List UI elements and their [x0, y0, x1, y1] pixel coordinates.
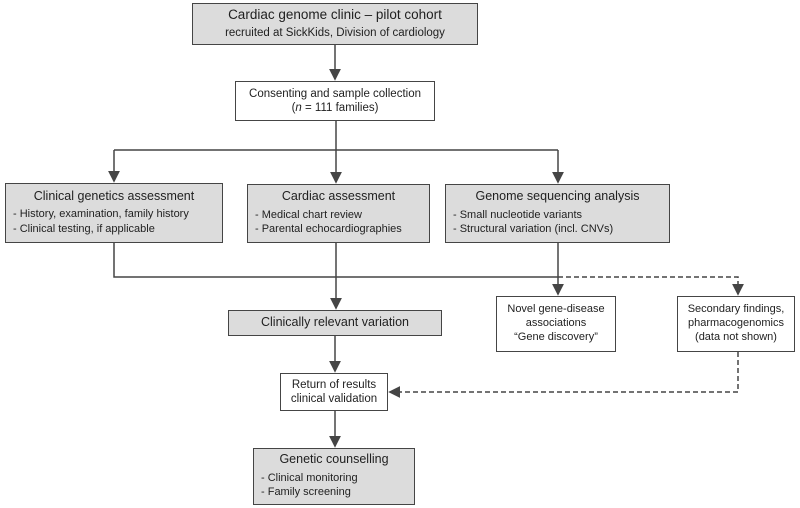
- bullet-item: - Clinical monitoring: [261, 471, 358, 484]
- bullet-item: - Clinical testing, if applicable: [13, 222, 155, 235]
- bullet-item: - Small nucleotide variants: [453, 208, 583, 221]
- node-genome-bullets: - Small nucleotide variants - Structural…: [446, 208, 669, 238]
- node-consenting: Consenting and sample collection (n = 11…: [235, 81, 435, 121]
- node-clinical-genetics-bullets: - History, examination, family history -…: [6, 208, 222, 238]
- node-return-line2: clinical validation: [290, 393, 378, 405]
- node-secondary-line3: (data not shown): [695, 330, 777, 343]
- bullet-item: - Medical chart review: [255, 208, 362, 221]
- node-cardiac-bullets: - Medical chart review - Parental echoca…: [248, 208, 429, 238]
- node-clinically-relevant-variation: Clinically relevant variation: [228, 310, 442, 336]
- n-families-variable: n: [295, 102, 302, 114]
- node-clinical-genetics-title: Clinical genetics assessment: [33, 188, 195, 203]
- dashed-arrow-to-secondary: [558, 276, 744, 296]
- node-consenting-line1: Consenting and sample collection: [249, 87, 421, 100]
- node-cardiac-assessment: Cardiac assessment - Medical chart revie…: [247, 184, 430, 243]
- node-cardiac-title: Cardiac assessment: [281, 189, 396, 204]
- node-secondary-line1: Secondary findings,: [687, 303, 785, 316]
- node-novel-gene-disease: Novel gene-disease associations “Gene di…: [496, 296, 616, 352]
- node-clinical-genetics-assessment: Clinical genetics assessment - History, …: [5, 183, 223, 243]
- node-return-line1: Return of results: [291, 378, 377, 391]
- node-novel-line1: Novel gene-disease: [507, 303, 605, 316]
- node-secondary-findings: Secondary findings, pharmacogenomics (da…: [677, 296, 795, 352]
- node-consenting-line2: (n = 111 families): [291, 102, 379, 114]
- node-novel-line2: associations: [525, 317, 587, 330]
- node-genome-title: Genome sequencing analysis: [475, 189, 640, 204]
- bullet-item: - Parental echocardiographies: [255, 223, 402, 236]
- node-novel-line3: “Gene discovery”: [514, 330, 598, 343]
- dashed-arrow-secondary-to-return: [388, 352, 739, 398]
- node-return-of-results: Return of results clinical validation: [280, 373, 388, 411]
- bullet-item: - History, examination, family history: [13, 208, 189, 221]
- node-pilot-cohort-subtitle: recruited at SickKids, Division of cardi…: [225, 27, 445, 40]
- node-counselling-title: Genetic counselling: [279, 452, 389, 467]
- node-pilot-cohort-title: Cardiac genome clinic – pilot cohort: [228, 7, 442, 23]
- node-secondary-line2: pharmacogenomics: [688, 317, 784, 330]
- line-merge-horizontal: [113, 243, 558, 278]
- node-genetic-counselling: Genetic counselling - Clinical monitorin…: [253, 448, 415, 505]
- node-crv-title: Clinically relevant variation: [261, 315, 409, 330]
- node-genome-sequencing-analysis: Genome sequencing analysis - Small nucle…: [445, 184, 670, 243]
- node-counselling-bullets: - Clinical monitoring - Family screening: [254, 471, 414, 501]
- bullet-item: - Family screening: [261, 486, 351, 499]
- bullet-item: - Structural variation (incl. CNVs): [453, 223, 614, 236]
- node-pilot-cohort: Cardiac genome clinic – pilot cohort rec…: [192, 3, 478, 45]
